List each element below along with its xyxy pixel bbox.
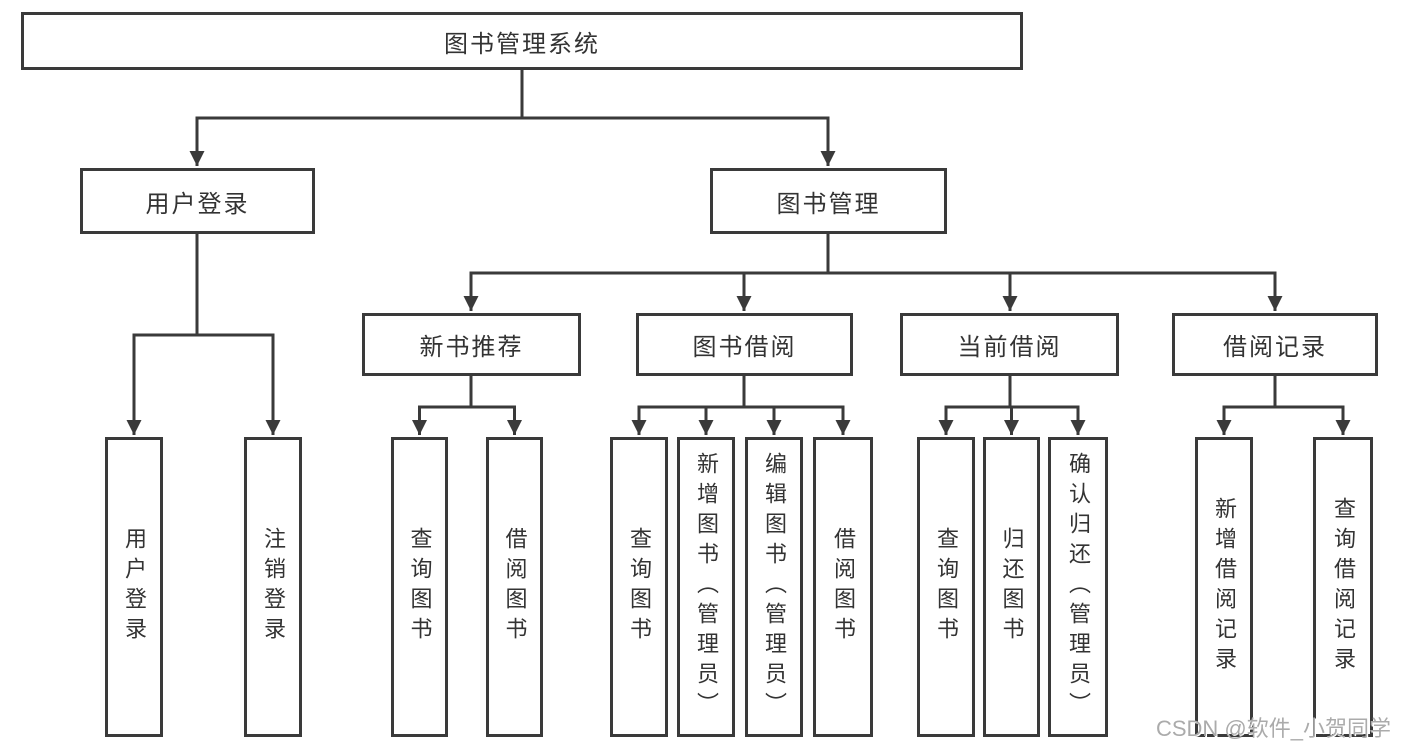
leaf-add-books-admin-label: 新增图书（管理员） (694, 452, 719, 722)
leaf-confirm-return-admin: 确认归还（管理员） (1048, 437, 1108, 737)
node-new-book-recommend: 新书推荐 (362, 313, 581, 376)
node-root: 图书管理系统 (21, 12, 1023, 70)
leaf-user-login-label: 用户登录 (122, 527, 147, 647)
leaf-query-borrow-record: 查询借阅记录 (1313, 437, 1373, 737)
leaf-query-books-under-new-book-label: 查询图书 (407, 527, 433, 647)
leaf-confirm-return-admin-label: 确认归还（管理员） (1066, 452, 1091, 722)
leaf-logout-login-label: 注销登录 (261, 527, 286, 647)
leaf-add-books-admin: 新增图书（管理员） (677, 437, 735, 737)
leaf-query-books-under-borrowing: 查询图书 (610, 437, 668, 737)
connector-borrowing-records-children (1216, 376, 1351, 435)
leaf-borrow-books-under-borrowing: 借阅图书 (813, 437, 873, 737)
connector-book-management-children (463, 234, 1283, 311)
node-current-borrowing: 当前借阅 (900, 313, 1119, 376)
connector-book-borrowing-children (631, 376, 851, 435)
connector-user-login-children (126, 234, 281, 435)
leaf-add-borrow-record-label: 新增借阅记录 (1212, 497, 1237, 677)
leaf-borrow-books-under-new-book-label: 借阅图书 (502, 527, 528, 647)
leaf-return-books-label: 归还图书 (999, 527, 1025, 647)
watermark: CSDN @软件_小贺同学 (1155, 716, 1391, 741)
leaf-query-books-under-current: 查询图书 (917, 437, 975, 737)
connector-current-borrowing-children (938, 376, 1086, 435)
node-book-management: 图书管理 (710, 168, 947, 234)
leaf-borrow-books-under-borrowing-label: 借阅图书 (831, 527, 856, 647)
leaf-borrow-books-under-new-book: 借阅图书 (486, 437, 543, 737)
node-new-book-recommend-label: 新书推荐 (419, 334, 524, 361)
leaf-query-books-under-borrowing-label: 查询图书 (627, 527, 652, 647)
node-borrowing-records: 借阅记录 (1172, 313, 1378, 376)
leaf-query-borrow-record-label: 查询借阅记录 (1331, 497, 1356, 677)
node-book-management-label: 图书管理 (776, 190, 881, 218)
leaf-logout-login: 注销登录 (244, 437, 302, 737)
leaf-add-borrow-record: 新增借阅记录 (1195, 437, 1253, 737)
leaf-edit-books-admin: 编辑图书（管理员） (745, 437, 803, 737)
leaf-query-books-under-new-book: 查询图书 (391, 437, 448, 737)
connector-new-book-recommend-children (412, 376, 522, 435)
connector-root-to-level2 (189, 70, 836, 166)
leaf-user-login: 用户登录 (105, 437, 163, 737)
node-user-login-label: 用户登录 (145, 190, 250, 218)
node-current-borrowing-label: 当前借阅 (957, 334, 1062, 361)
node-user-login: 用户登录 (80, 168, 315, 234)
leaf-query-books-under-current-label: 查询图书 (934, 527, 959, 647)
node-book-borrowing: 图书借阅 (636, 313, 853, 376)
node-borrowing-records-label: 借阅记录 (1223, 334, 1327, 361)
leaf-edit-books-admin-label: 编辑图书（管理员） (762, 452, 787, 722)
leaf-return-books: 归还图书 (983, 437, 1040, 737)
node-book-borrowing-label: 图书借阅 (692, 334, 797, 361)
node-root-label: 图书管理系统 (444, 30, 600, 58)
